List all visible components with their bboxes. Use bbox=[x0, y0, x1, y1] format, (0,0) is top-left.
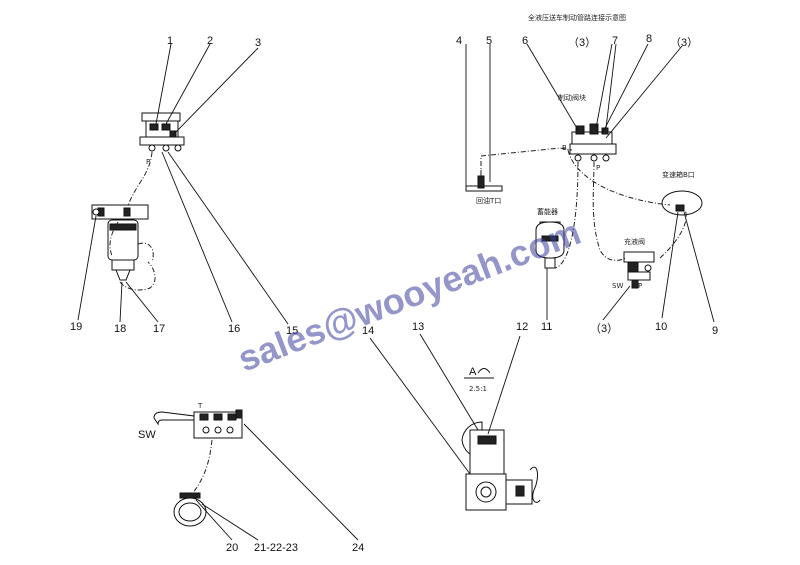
diagram-title: 全液压送车制动管路连接示意图 bbox=[528, 13, 626, 22]
accumulator-label: 蓄能器 bbox=[537, 207, 558, 216]
callout-13: 13 bbox=[412, 321, 424, 333]
callout-19: 19 bbox=[70, 321, 82, 333]
oil-return-fitting bbox=[465, 170, 503, 192]
callout-24: 24 bbox=[352, 542, 364, 554]
callout-10: 10 bbox=[655, 321, 667, 333]
callout-17: 17 bbox=[153, 323, 165, 335]
charging-valve bbox=[623, 251, 655, 289]
brake-valve-block-label: 制动阀块 bbox=[558, 93, 586, 102]
callout-5: 5 bbox=[486, 35, 492, 47]
gearbox-port-label: 变速箱B口 bbox=[662, 170, 695, 179]
sw-manifold bbox=[153, 409, 243, 439]
callout-20: 20 bbox=[226, 542, 238, 554]
port-p-label-3: P bbox=[638, 282, 642, 290]
callout-4: 4 bbox=[456, 35, 462, 47]
detail-a-scale: 2.5:1 bbox=[469, 385, 487, 393]
callout-11b: （3） bbox=[590, 322, 618, 335]
leader-lines bbox=[77, 43, 715, 541]
pipe-manifold-clamp bbox=[191, 439, 213, 495]
callout-21-22-23: 21-22-23 bbox=[254, 542, 298, 554]
pipe-charging bbox=[592, 161, 627, 261]
port-p-label-2: P bbox=[596, 164, 600, 172]
callout-3: 3 bbox=[255, 37, 261, 49]
clamp-ring bbox=[173, 492, 207, 527]
port-t-label: T bbox=[197, 402, 203, 410]
callout-9: 9 bbox=[712, 325, 718, 337]
callout-15: 15 bbox=[286, 325, 298, 337]
callout-6b: （3） bbox=[568, 36, 596, 49]
pipe-4 bbox=[137, 242, 154, 263]
callout-11: 11 bbox=[541, 321, 552, 333]
callout-14: 14 bbox=[362, 325, 374, 337]
callout-numbers: 1 2 3 4 5 6 （3） 7 8 （3） 9 10 11 （3） 12 1… bbox=[70, 33, 718, 554]
callout-2: 2 bbox=[207, 35, 213, 47]
pipe-2 bbox=[109, 221, 119, 257]
callout-6: 6 bbox=[522, 35, 528, 47]
pipe-3 bbox=[119, 261, 156, 291]
pipe-1 bbox=[127, 151, 153, 207]
callout-12: 12 bbox=[516, 321, 528, 333]
charging-valve-label: 充液阀 bbox=[624, 237, 645, 246]
top-left-valve-assembly bbox=[139, 112, 185, 152]
pipe-return bbox=[480, 147, 573, 186]
callout-7: 7 bbox=[612, 35, 618, 47]
left-filter-assembly bbox=[91, 204, 149, 281]
brake-valve-block bbox=[569, 123, 617, 162]
callout-8: 8 bbox=[646, 33, 652, 45]
brake-caliper-assembly bbox=[461, 421, 541, 511]
pipe-charging-gearbox bbox=[659, 209, 687, 259]
watermark-text: sales@wooyeah.com bbox=[232, 211, 586, 379]
port-b-label: B bbox=[562, 144, 567, 152]
pipe-accumulator bbox=[554, 161, 579, 269]
port-sw-label-1: SW bbox=[612, 282, 623, 290]
pipe-gearbox bbox=[567, 149, 671, 206]
port-sw-label-2: SW bbox=[138, 429, 156, 441]
oil-return-label: 回油T口 bbox=[476, 196, 501, 205]
callout-16: 16 bbox=[228, 323, 240, 335]
gearbox-port bbox=[661, 190, 703, 216]
accumulator bbox=[535, 221, 565, 269]
detail-a-marker: A 2.5:1 bbox=[464, 366, 494, 393]
callout-1: 1 bbox=[167, 35, 173, 47]
callout-8b: （3） bbox=[670, 36, 698, 49]
detail-a-letter: A bbox=[469, 366, 477, 378]
port-p-label-1: P bbox=[146, 158, 150, 166]
callout-18: 18 bbox=[114, 323, 126, 335]
